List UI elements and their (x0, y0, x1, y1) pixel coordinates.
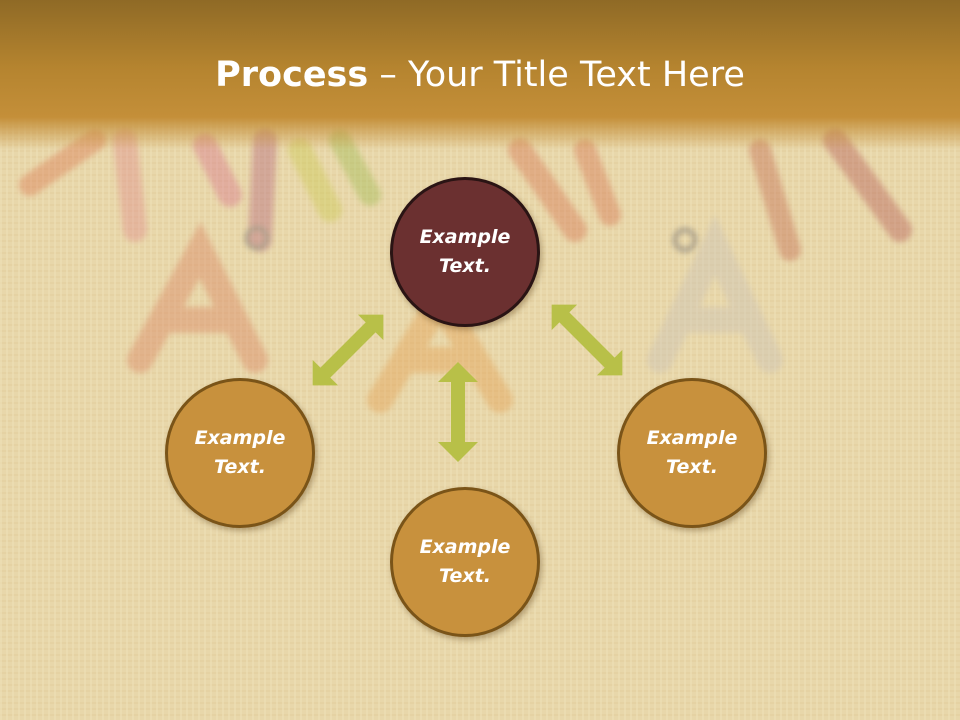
bottom-node-line2: Text. (439, 565, 491, 587)
bottom-node-line1: Example (419, 536, 511, 558)
right-node-line2: Text. (666, 456, 718, 478)
center-node-line1: Example (419, 226, 511, 248)
title-rest: – Your Title Text Here (368, 55, 745, 95)
left-node-line2: Text. (214, 456, 266, 478)
title-bar (0, 0, 960, 150)
arrow-center-right (551, 304, 623, 376)
left-node-line1: Example (194, 427, 286, 449)
arrow-center-left (312, 314, 384, 386)
arrow-center-bottom (438, 362, 478, 462)
slide-title: Process – Your Title Text Here (0, 50, 960, 100)
right-node-line1: Example (646, 427, 738, 449)
title-bold: Process (215, 55, 369, 95)
center-node-line2: Text. (439, 255, 491, 277)
